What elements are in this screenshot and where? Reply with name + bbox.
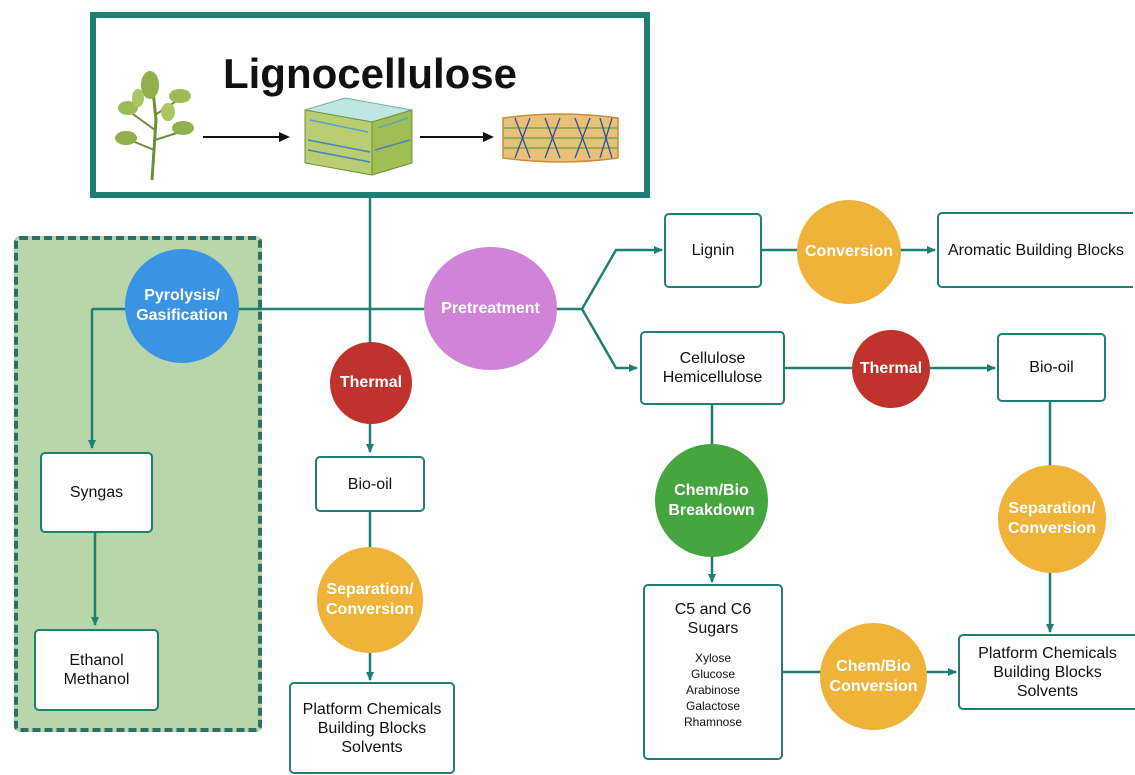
- aromatic-box: Aromatic Building Blocks: [937, 212, 1133, 288]
- ethanol-label: Ethanol: [69, 652, 124, 669]
- chem-bio-breakdown-line-1: Chem/Bio: [674, 481, 749, 499]
- thermal-right-circle: Thermal: [852, 330, 930, 408]
- chem-bio-breakdown-line-2: Breakdown: [668, 501, 755, 519]
- platform-left-line-3: Solvents: [341, 738, 403, 756]
- conversion-top-circle: Conversion: [797, 200, 901, 304]
- diagram-title: Lignocellulose: [222, 50, 518, 97]
- separation-right-line-1: Separation/: [1008, 500, 1096, 517]
- thermal-left-circle: Thermal: [330, 342, 412, 424]
- aromatic-label: Aromatic Building Blocks: [947, 241, 1125, 259]
- syngas-label: Syngas: [69, 484, 124, 501]
- arrow-to-lignin: [580, 246, 663, 310]
- separation-right-circle: Separation/ Conversion: [998, 465, 1106, 573]
- separation-right-line-2: Conversion: [1007, 520, 1096, 537]
- lignin-box: Lignin: [664, 213, 762, 288]
- arrow-to-cellulose: [580, 308, 638, 372]
- platform-right-line-2: Building Blocks: [993, 663, 1102, 681]
- conversion-top-label: Conversion: [804, 243, 893, 260]
- sugars-box: C5 and C6 Sugars Xylose Glucose Arabinos…: [643, 584, 783, 760]
- chem-bio-conversion-line-2: Conversion: [829, 677, 918, 695]
- pyrolysis-label: Pyrolysis/: [144, 287, 220, 304]
- chem-bio-conversion-circle: Chem/Bio Conversion: [820, 623, 927, 730]
- bio-oil-right-label: Bio-oil: [1029, 359, 1074, 376]
- platform-left-box: Platform Chemicals Building Blocks Solve…: [289, 682, 455, 774]
- sugar-item: Rhamnose: [683, 715, 743, 729]
- sugar-list: Xylose Glucose Arabinose Galactose Rhamn…: [684, 650, 742, 730]
- platform-right-line-3: Solvents: [1016, 682, 1079, 700]
- sugar-item: Galactose: [685, 699, 741, 713]
- separation-left-line-2: Conversion: [325, 601, 414, 618]
- pretreatment-circle: Pretreatment: [424, 247, 557, 370]
- sugar-item: Xylose: [694, 651, 732, 665]
- platform-left-line-2: Building Blocks: [317, 719, 427, 737]
- sugars-line-1: C5 and C6: [674, 601, 752, 618]
- lignocellulose-box: Lignocellulose: [90, 12, 650, 198]
- cellulose-box: Cellulose Hemicellulose: [640, 331, 785, 405]
- lignin-label: Lignin: [691, 242, 735, 259]
- bio-oil-left-label: Bio-oil: [347, 475, 393, 493]
- chem-bio-conversion-line-1: Chem/Bio: [836, 657, 911, 675]
- syngas-box: Syngas: [40, 452, 153, 533]
- chem-bio-breakdown-circle: Chem/Bio Breakdown: [655, 444, 768, 557]
- platform-right-line-1: Platform Chemicals: [978, 644, 1117, 662]
- methanol-label: Methanol: [63, 671, 130, 688]
- sugars-line-2: Sugars: [687, 620, 739, 637]
- platform-right-box: Platform Chemicals Building Blocks Solve…: [958, 634, 1135, 710]
- separation-left-line-1: Separation/: [326, 581, 414, 598]
- sugar-item: Glucose: [690, 667, 736, 681]
- platform-left-line-1: Platform Chemicals: [302, 700, 442, 718]
- thermal-right-label: Thermal: [859, 360, 923, 377]
- thermal-left-label: Thermal: [339, 374, 403, 391]
- bio-oil-right-box: Bio-oil: [997, 333, 1106, 402]
- bio-oil-left-box: Bio-oil: [315, 456, 425, 512]
- cellulose-label: Cellulose: [679, 350, 746, 367]
- gasification-label: Gasification: [136, 307, 228, 324]
- sugar-item: Arabinose: [685, 683, 741, 697]
- hemicellulose-label: Hemicellulose: [662, 369, 763, 386]
- separation-left-circle: Separation/ Conversion: [317, 547, 423, 653]
- pretreatment-label: Pretreatment: [441, 299, 540, 317]
- pyrolysis-gasification-circle: Pyrolysis/ Gasification: [125, 249, 239, 363]
- ethanol-methanol-box: Ethanol Methanol: [34, 629, 159, 711]
